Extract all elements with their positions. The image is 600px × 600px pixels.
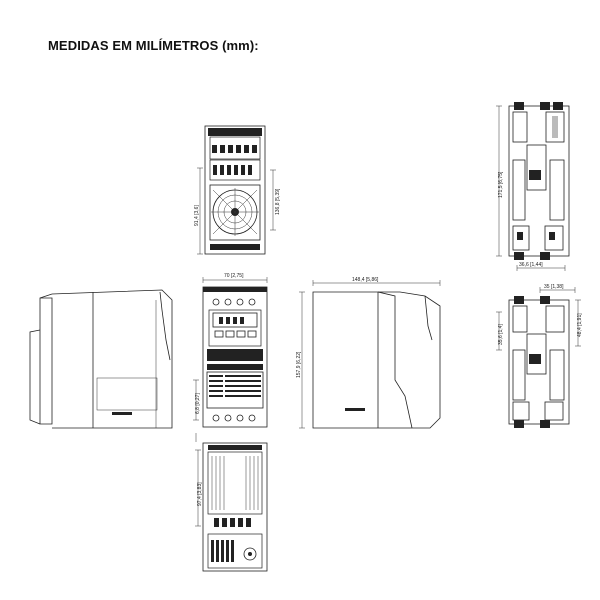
dim-front-height: 157,9 [6,22]: [296, 351, 302, 378]
front-view: 70 [2,75] 6,8 [0,27]: [193, 273, 268, 442]
dim-rear-height-right: 48,4 [1,91]: [577, 313, 583, 337]
dim-rear-width-bottom: 35 [1,38]: [544, 284, 564, 290]
dim-rear-height-left: 35,6 [1,4]: [498, 324, 504, 345]
dim-front-width: 70 [2,75]: [224, 273, 244, 279]
dim-bottom-depth: 97,4 [3,83]: [197, 482, 203, 506]
right-side-view: 148,4 [5,86] 157,9 [6,22]: [296, 277, 441, 429]
left-side-view: [29, 289, 173, 429]
dim-top-fan-depth: 136,8 [5,39]: [275, 188, 281, 215]
dim-front-bottom-offset: 6,8 [0,27]: [195, 393, 201, 414]
dim-top-depth: 91,4 [3,6]: [194, 205, 200, 226]
rear-view-top: 171,5 [6,75] 36,6 [1,44]: [496, 102, 570, 271]
dim-rear-height-top: 171,5 [6,75]: [498, 171, 504, 198]
top-view: 91,4 [3,6] 136,8 [5,39]: [194, 125, 281, 255]
bottom-view: 97,4 [3,83]: [195, 442, 268, 572]
dim-side-depth: 148,4 [5,86]: [352, 277, 379, 283]
page-title: MEDIDAS EM MILÍMETROS (mm):: [48, 38, 259, 53]
dim-rear-width-top: 36,6 [1,44]: [519, 262, 543, 268]
rear-view-bottom: 35 [1,38] 35,6 [1,4] 48,4 [1,91]: [496, 284, 583, 428]
